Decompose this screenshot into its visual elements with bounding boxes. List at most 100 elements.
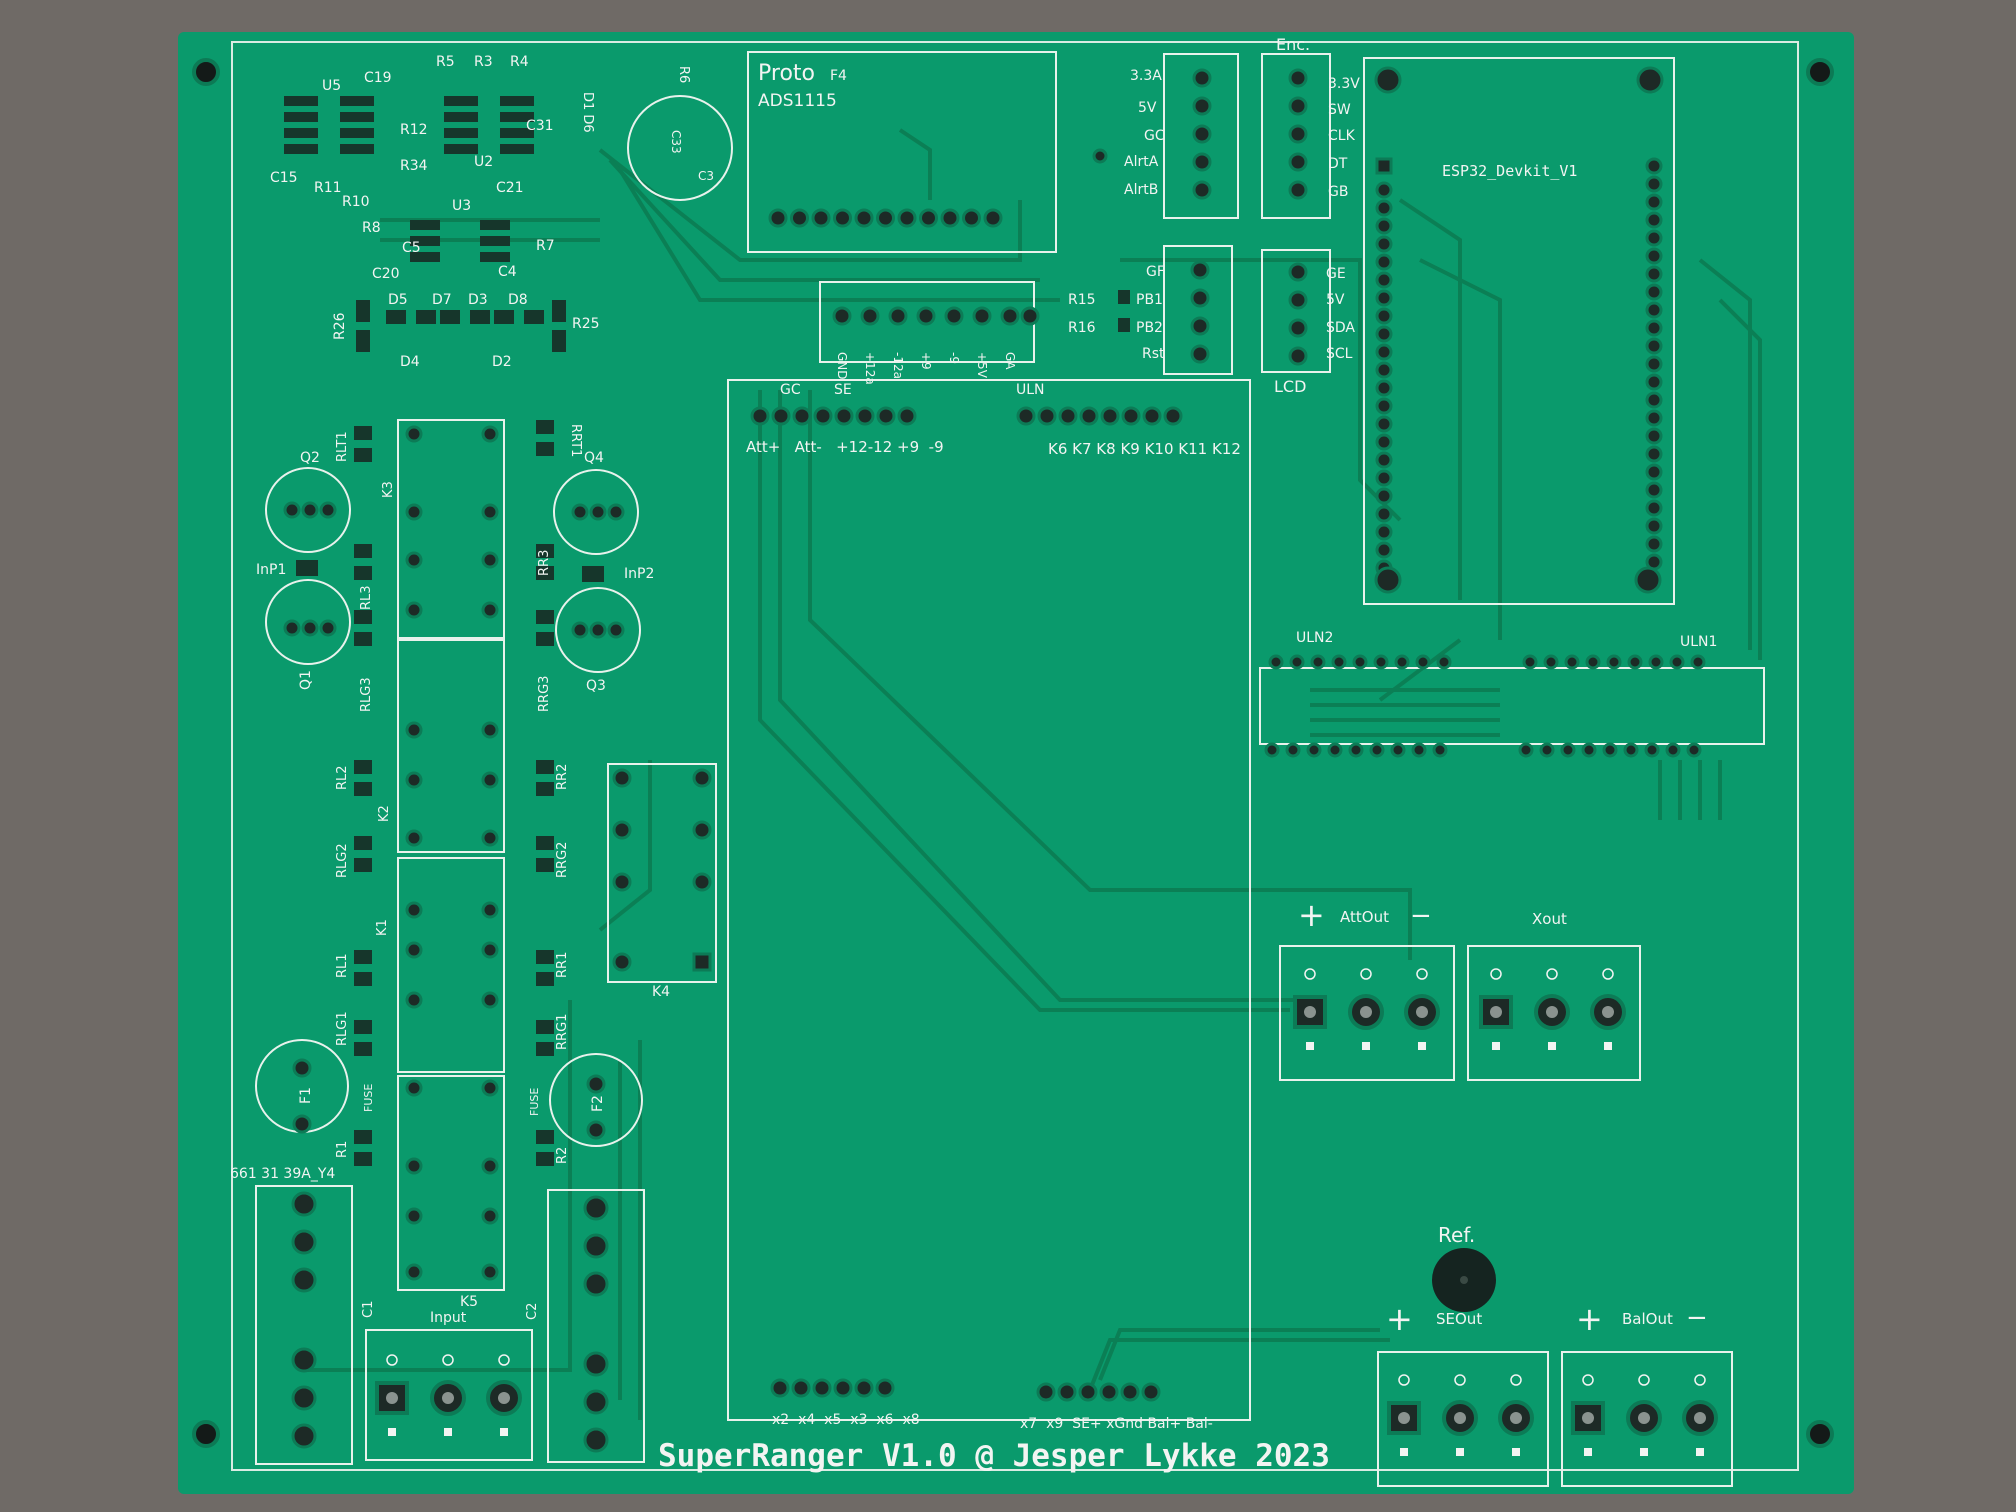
label-r5: R5: [436, 54, 455, 70]
label-rst: Rst: [1142, 346, 1165, 362]
pin-pad: [1375, 523, 1393, 541]
pin-pad: [1645, 355, 1663, 373]
pin-pad: [405, 1263, 423, 1281]
pin-pad: [1644, 742, 1660, 758]
pin-pad: [1016, 406, 1036, 426]
pin-pad: [1142, 406, 1162, 426]
label-rrg3: RRG3: [537, 676, 552, 712]
screw-terminal-pin: [430, 1354, 466, 1436]
pin-pad: [481, 829, 499, 847]
label-r4: R4: [510, 54, 529, 70]
pin-pad: [1375, 235, 1393, 253]
pin-pad: [790, 208, 809, 228]
pin-pad: [1285, 742, 1301, 758]
pin-pad: [612, 820, 632, 840]
pin-pad: [875, 1378, 895, 1398]
pin-pad: [1190, 344, 1210, 364]
screw-terminal-pin: [1479, 968, 1513, 1050]
pin-pad: [1564, 654, 1580, 670]
pin-pad: [1375, 433, 1393, 451]
pin-pad: [1121, 406, 1141, 426]
pin-pad: [983, 208, 1003, 228]
pin-pad: [1192, 180, 1212, 200]
pin-pad: [771, 406, 791, 426]
label-uln1: ULN1: [1680, 634, 1717, 650]
label-bottom-left: x2 x4 x5 x3 x6 x8: [772, 1412, 920, 1428]
pin-pad: [319, 501, 337, 519]
pin-pad: [1645, 391, 1663, 409]
pin-pad: [692, 952, 712, 972]
pin-pad: [1415, 654, 1431, 670]
label-k2: K2: [377, 805, 392, 822]
label-r15: R15: [1068, 292, 1096, 308]
pin-pad: [1686, 742, 1702, 758]
pin-pad: [283, 501, 301, 519]
label-ref: Ref.: [1438, 1223, 1475, 1247]
pin-pad: [1310, 654, 1326, 670]
label-hdr-p12a: +12a: [863, 352, 877, 385]
label-alrta: AlrtA: [1124, 154, 1159, 170]
label-enc-clk: CLK: [1328, 128, 1356, 144]
label-3v3a: 3.3A: [1130, 68, 1162, 84]
label-k5: K5: [460, 1294, 478, 1310]
pin-pad: [1645, 301, 1663, 319]
pin-pad: [768, 208, 788, 228]
pin-pad: [481, 1263, 499, 1281]
pin-pad: [607, 503, 625, 521]
label-f2: F2: [590, 1095, 606, 1112]
pin-pad: [291, 1347, 317, 1373]
pin-pad: [586, 1074, 606, 1094]
label-c3: C3: [698, 169, 714, 183]
pin-pad: [1539, 742, 1555, 758]
pin-pad: [405, 1157, 423, 1175]
pin-pad: [1645, 193, 1663, 211]
pin-pad: [1375, 397, 1393, 415]
label-pb1: PB1: [1136, 292, 1163, 308]
pin-pad: [1352, 654, 1368, 670]
label-balout: BalOut: [1622, 1310, 1673, 1328]
screw-terminal-pin: [1442, 1374, 1478, 1456]
screw-terminal-pin: [486, 1354, 522, 1436]
pin-pad: [1375, 181, 1393, 199]
pin-pad: [1288, 180, 1308, 200]
pin-pad: [481, 503, 499, 521]
pin-pad: [1375, 157, 1393, 175]
pin-pad: [1602, 742, 1618, 758]
pin-pad: [1543, 654, 1559, 670]
pin-pad: [833, 208, 852, 228]
pin-pad: [291, 1191, 317, 1217]
pin-pad: [481, 1207, 499, 1225]
pin-pad: [1192, 96, 1212, 116]
pin-pad: [1645, 535, 1663, 553]
pin-pad: [1369, 742, 1385, 758]
pin-pad: [481, 1079, 499, 1097]
label-lcd-sda: SDA: [1326, 320, 1355, 336]
label-gf: GF: [1146, 264, 1165, 280]
screw-terminal-pin: [1682, 1374, 1718, 1456]
pin-pad: [1375, 361, 1393, 379]
pin-pad: [586, 1120, 606, 1140]
pin-pad: [1375, 199, 1393, 217]
pin-pad: [1268, 654, 1284, 670]
label-seout: SEOut: [1436, 1310, 1482, 1328]
pin-pad: [405, 503, 423, 521]
label-r1: R1: [335, 1141, 350, 1158]
pin-pad: [832, 306, 852, 326]
pin-pad: [860, 306, 880, 326]
screw-terminal-pin: [1534, 968, 1570, 1050]
label-q3: Q3: [586, 678, 606, 694]
label-c4: C4: [498, 264, 517, 280]
label-inp2: InP2: [624, 566, 654, 582]
label-gc-top: GC: [1144, 128, 1165, 144]
label-enc-3v3: 3.3V: [1328, 76, 1360, 92]
label-attout-minus: −: [1410, 901, 1432, 931]
label-u3: U3: [452, 198, 471, 214]
pin-pad: [1264, 742, 1280, 758]
label-rl3: RL3: [359, 585, 374, 610]
pin-pad: [1373, 654, 1389, 670]
label-rlg2: RLG2: [335, 843, 350, 878]
pin-pad: [481, 601, 499, 619]
pin-pad: [1645, 445, 1663, 463]
pin-pad: [583, 1389, 609, 1415]
screw-terminal-pin: [1626, 1374, 1662, 1456]
